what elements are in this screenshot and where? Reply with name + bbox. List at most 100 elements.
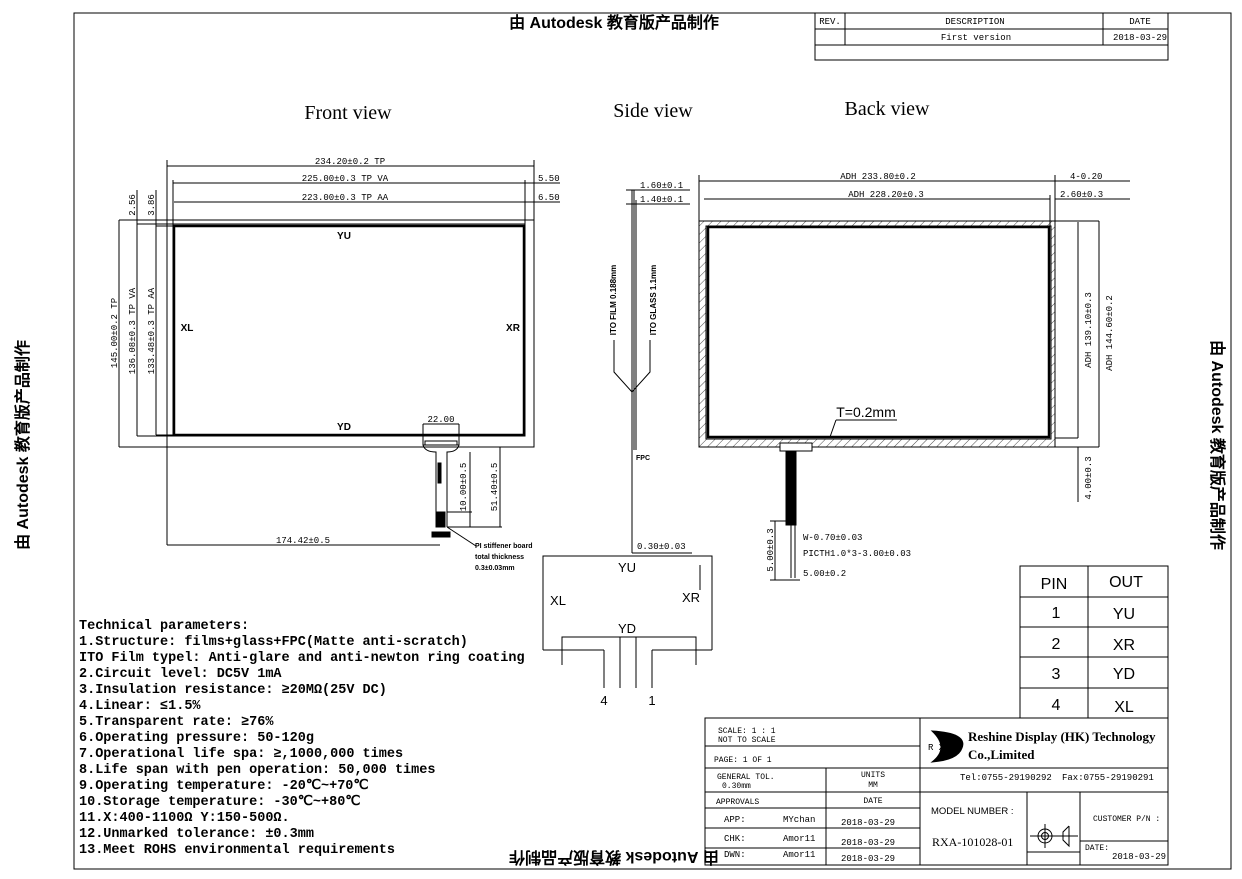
revision-description: First version — [941, 33, 1011, 43]
dim-pitch: PICTH1.0*3-3.00±0.03 — [803, 549, 911, 559]
company-logo: R X — [928, 730, 964, 763]
tech-param: ITO Film typel: Anti-glare and anti-newt… — [79, 651, 525, 666]
dim-top-aa: 3.86 — [147, 194, 157, 216]
date-column-label: DATE — [863, 797, 882, 806]
dim-va-height: 136.08±0.3 TP VA — [128, 287, 138, 374]
approvals-label: APPROVALS — [716, 798, 759, 807]
sheet-border — [73, 12, 1232, 870]
tech-param: 7.Operational life spa: ≥,1000,000 times — [79, 747, 403, 762]
company-name-line1: Reshine Display (HK) Technology — [968, 729, 1156, 744]
tech-param: 2.Circuit level: DC5V 1mA — [79, 667, 282, 682]
projection-symbol-icon — [1030, 824, 1078, 848]
active-area — [172, 224, 526, 437]
pin-number-4: 4 — [600, 693, 607, 708]
title-block: SCALE: 1 : 1 NOT TO SCALE PAGE: 1 OF 1 G… — [704, 717, 1169, 866]
dim-glass-thickness: 1.40±0.1 — [640, 195, 683, 205]
dim-fpc-length: 51.40±0.5 — [490, 463, 500, 512]
tech-param: 3.Insulation resistance: ≥20MΩ(25V DC) — [79, 683, 387, 698]
description-header: DESCRIPTION — [945, 17, 1004, 27]
pin-diagram-yd: YD — [618, 621, 636, 636]
dim-aa-height: 133.48±0.3 TP AA — [147, 287, 157, 374]
ito-glass-label: ITO GLASS 1.1mm — [649, 265, 658, 336]
front-view-title: Front view — [304, 102, 392, 124]
model-number: RXA-101028-01 — [932, 835, 1013, 849]
visible-area — [172, 223, 526, 437]
dim-right-va: 5.50 — [538, 174, 560, 184]
dim-adh-outer: ADH 233.80±0.2 — [840, 172, 916, 182]
panel-outline — [166, 219, 535, 448]
tech-param: 13.Meet ROHS environmental requirements — [79, 843, 395, 858]
dim-total-thickness: 1.60±0.1 — [640, 181, 683, 191]
dim-va-width: 225.00±0.3 TP VA — [302, 174, 389, 184]
fpc-tail — [167, 423, 502, 547]
units-label: UNITS — [861, 771, 885, 780]
pin-3: 3 — [1052, 666, 1061, 683]
checker-date: 2018-03-29 — [841, 838, 895, 848]
pin-diagram-xl: XL — [550, 593, 566, 608]
approver-date: 2018-03-29 — [841, 818, 895, 828]
dim-right-aa: 6.50 — [538, 193, 560, 203]
dim-tp-width: 234.20±0.2 TP — [315, 157, 385, 167]
scale: SCALE: 1 : 1 — [718, 727, 776, 736]
watermark-bottom: 由 Autodesk 教育版产品制作 — [509, 848, 719, 867]
dim-tp-height: 145.00±0.2 TP — [110, 298, 120, 368]
company-tel: Tel:0755-29190292 — [960, 773, 1052, 783]
electrode-xl: XL — [181, 323, 194, 334]
tech-param: 6.Operating pressure: 50-120g — [79, 731, 314, 746]
out-2: XR — [1113, 637, 1135, 654]
checker-role: CHK: — [724, 834, 746, 844]
electrode-yu: YU — [337, 231, 351, 242]
watermark-left: 由 Autodesk 教育版产品制作 — [13, 340, 32, 550]
drawer-name: Amor11 — [783, 850, 815, 860]
tech-param: 12.Unmarked tolerance: ±0.3mm — [79, 827, 314, 842]
out-header: OUT — [1109, 574, 1143, 591]
watermark-top: 由 Autodesk 教育版产品制作 — [509, 13, 719, 32]
dim-fpc-width: 22.00 — [427, 415, 454, 425]
tech-param: 4.Linear: ≤1.5% — [79, 699, 201, 714]
watermark-right: 由 Autodesk 教育版产品制作 — [1208, 340, 1227, 550]
pin-2: 2 — [1052, 636, 1061, 653]
approver-role: APP: — [724, 815, 746, 825]
dim-fpc-thickness: 0.30±0.03 — [637, 542, 686, 552]
date-header: DATE — [1129, 17, 1151, 27]
page-number: PAGE: 1 OF 1 — [714, 756, 772, 765]
tech-param: 10.Storage temperature: -30℃~+80℃ — [79, 794, 361, 810]
tech-param: 11.X:400-1100Ω Y:150-500Ω. — [79, 811, 290, 826]
customer-pn-label: CUSTOMER P/N : — [1093, 815, 1160, 824]
tech-param: 5.Transparent rate: ≥76% — [79, 715, 274, 730]
not-to-scale: NOT TO SCALE — [718, 736, 776, 745]
date-field-label: DATE: — [1085, 844, 1109, 853]
out-3: YD — [1113, 666, 1135, 683]
tape-thickness: T=0.2mm — [836, 404, 896, 420]
general-tol-label: GENERAL TOL. — [717, 773, 775, 782]
dim-adh-inner: ADH 228.20±0.3 — [848, 190, 924, 200]
units-value: MM — [868, 781, 878, 790]
dim-pin-width: W-0.70±0.03 — [803, 533, 862, 543]
approver-name: MYchan — [783, 815, 815, 825]
tech-param: 8.Life span with pen operation: 50,000 t… — [79, 763, 435, 778]
stiffener-note-3: 0.3±0.03mm — [475, 565, 515, 572]
dim-fpc-stiffener: 10.00±0.5 — [459, 463, 469, 512]
front-view: 234.20±0.2 TP 225.00±0.3 TP VA 223.00±0.… — [110, 157, 560, 572]
drawer-date: 2018-03-29 — [841, 854, 895, 864]
pin-1: 1 — [1052, 605, 1061, 622]
revision-date: 2018-03-29 — [1113, 33, 1167, 43]
model-number-label: MODEL NUMBER : — [931, 806, 1014, 817]
tech-param-heading: Technical parameters: — [79, 619, 249, 634]
general-tol-value: 0.30mm — [722, 782, 751, 791]
out-1: YU — [1113, 606, 1135, 623]
checker-name: Amor11 — [783, 834, 815, 844]
tech-param: 1.Structure: films+glass+FPC(Matte anti-… — [79, 635, 468, 650]
dim-border: 2.60±0.3 — [1060, 190, 1103, 200]
pin-header: PIN — [1041, 576, 1068, 593]
pin-diagram-xr: XR — [682, 590, 700, 605]
out-4: XL — [1114, 699, 1134, 716]
pin-4: 4 — [1052, 697, 1061, 714]
logo-text: R X — [928, 743, 945, 753]
electrode-xr: XR — [506, 323, 521, 334]
dim-fpc-offset: 174.42±0.5 — [276, 536, 330, 546]
company-name-line2: Co.,Limited — [968, 747, 1035, 762]
company-fax: Fax:0755-29190291 — [1062, 773, 1154, 783]
drawer-role: DWN: — [724, 850, 746, 860]
